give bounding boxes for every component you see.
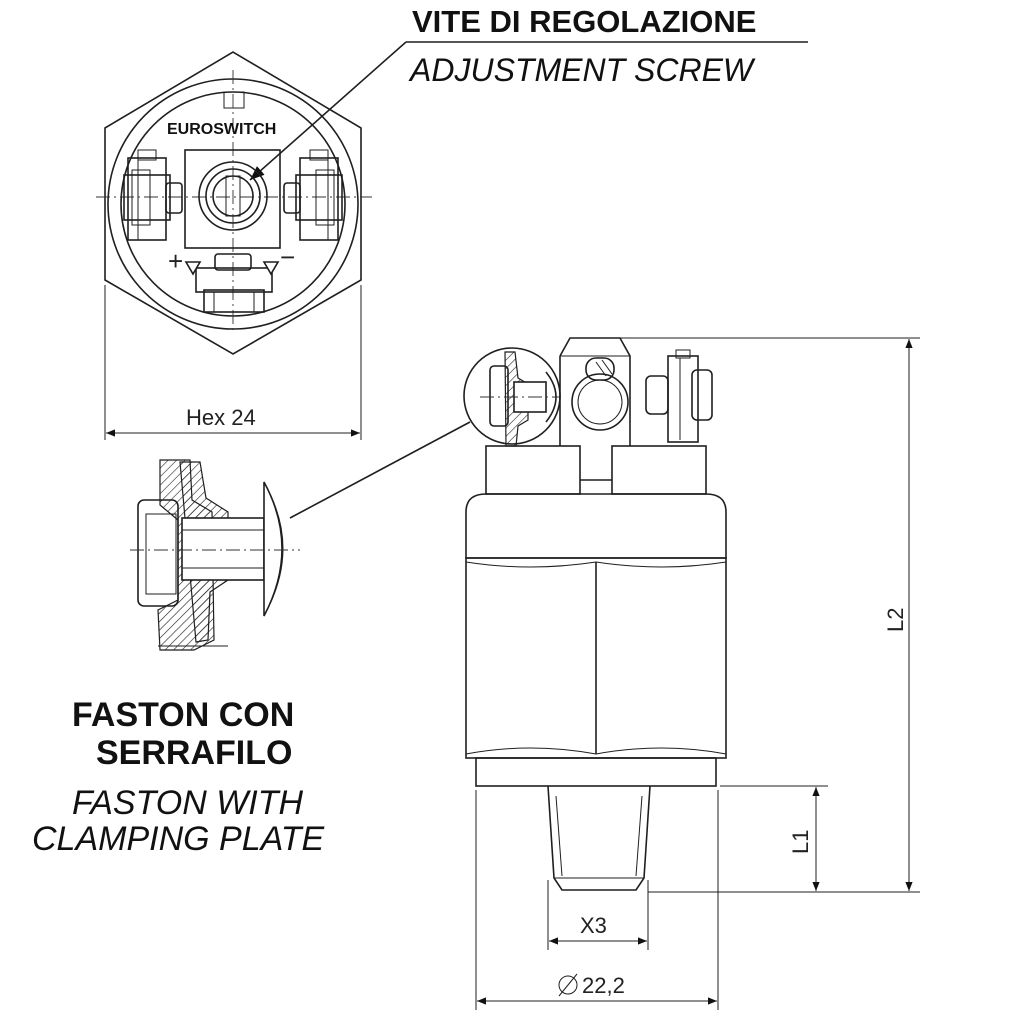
- bottom-terminal-icon: [184, 253, 280, 313]
- left-terminal-icon: [123, 149, 183, 241]
- left-faston-icon: [480, 351, 560, 447]
- right-faston-icon: [645, 349, 713, 443]
- brand-label: EUROSWITCH: [167, 121, 276, 138]
- faston-title-it-line2: SERRAFILO: [96, 734, 292, 772]
- adjustment-screw-leader: [249, 41, 407, 181]
- right-terminal-icon: [283, 149, 343, 241]
- faston-title-en-line2: CLAMPING PLATE: [32, 820, 325, 858]
- diameter-icon: [558, 973, 578, 997]
- x3-dimension-label: X3: [580, 913, 607, 938]
- l2-dimension-label: L2: [883, 608, 908, 632]
- side-view: [463, 337, 727, 891]
- adjustment-screw-title-it: VITE DI REGOLAZIONE: [412, 4, 756, 39]
- top-view: EUROSWITCH: [96, 51, 372, 355]
- minus-sign: −: [280, 242, 295, 272]
- plus-sign: +: [168, 246, 183, 276]
- faston-title-it-line1: FASTON CON: [72, 696, 294, 734]
- hex-outline: [104, 51, 362, 355]
- hex-dimension-label: Hex 24: [186, 405, 256, 430]
- faston-title-en-line1: FASTON WITH: [72, 784, 304, 822]
- l1-dimension-label: L1: [788, 830, 813, 854]
- center-post: [559, 337, 631, 446]
- adjustment-screw-icon: [198, 161, 268, 231]
- faston-detail: [130, 459, 300, 651]
- diameter-dimension-label: 22,2: [582, 973, 625, 998]
- adjustment-screw-title-en: ADJUSTMENT SCREW: [408, 52, 756, 88]
